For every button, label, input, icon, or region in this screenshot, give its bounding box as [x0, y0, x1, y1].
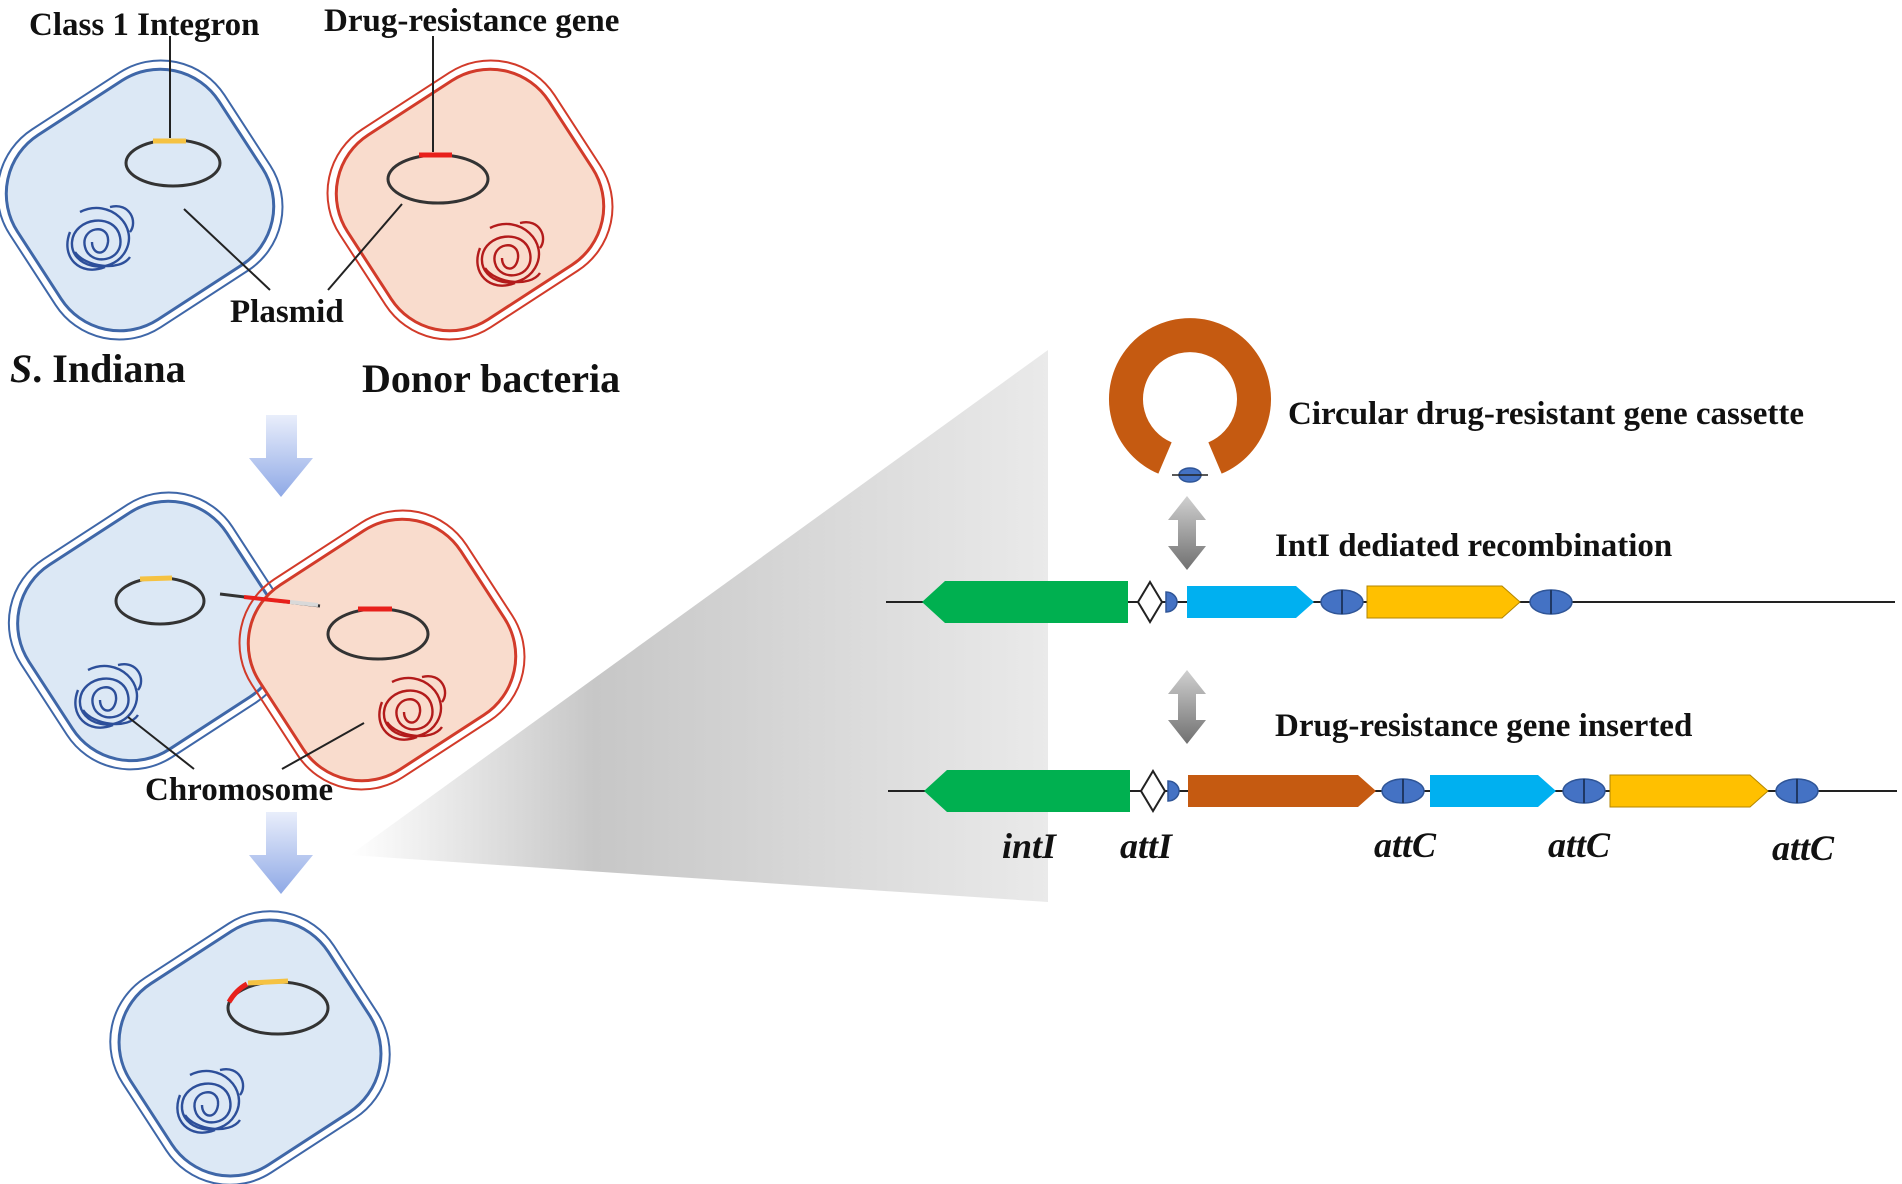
yellow-gene	[1366, 585, 1521, 619]
attI-site	[1136, 580, 1164, 624]
circular-cassette	[1109, 318, 1271, 483]
attC-site	[1775, 778, 1819, 804]
leader-chromosome-right	[281, 722, 365, 770]
transfer-segment	[243, 595, 291, 604]
label-gene-inserted: Drug-resistance gene inserted	[1275, 708, 1692, 744]
attC-site	[1381, 778, 1425, 804]
zoom-funnel	[350, 350, 1048, 902]
attC-site	[1529, 589, 1573, 615]
label-circular-cassette: Circular drug-resistant gene cassette	[1288, 396, 1804, 432]
leader-plasmid-left	[183, 208, 271, 291]
attC-site	[1562, 778, 1606, 804]
label-attC-1: attC	[1374, 825, 1437, 865]
integron-segment	[247, 978, 289, 986]
transformed-cell	[109, 910, 391, 1184]
label-attC-3: attC	[1772, 828, 1835, 868]
double-arrow-icon	[1168, 670, 1206, 744]
donor-cell	[326, 59, 614, 341]
down-arrow-icon	[249, 812, 313, 894]
resistance-segment	[226, 981, 249, 1004]
donor-cell-conjugating	[238, 509, 526, 791]
label-inti-recombination: IntI dediated recombination	[1275, 528, 1672, 564]
blue-gene	[1430, 775, 1556, 807]
s-indiana-cell	[0, 59, 284, 341]
yellow-gene	[1609, 774, 1769, 808]
leader-plasmid-right	[327, 203, 403, 291]
label-s-indiana: S. Indiana	[10, 346, 186, 391]
integron-array-after	[888, 769, 1897, 813]
attC-site	[1320, 589, 1364, 615]
attI-site	[1139, 769, 1167, 813]
blue-gene	[1187, 586, 1314, 618]
label-chromosome: Chromosome	[145, 772, 333, 808]
down-arrow-icon	[249, 415, 313, 497]
label-attC-2: attC	[1548, 825, 1611, 865]
leader-chromosome-left	[127, 716, 195, 770]
double-arrow-icon	[1168, 496, 1206, 570]
label-donor-bacteria: Donor bacteria	[362, 356, 620, 401]
label-class1-integron: Class 1 Integron	[29, 7, 259, 43]
label-attI: attI	[1120, 826, 1174, 866]
label-intI: intI	[1002, 826, 1058, 866]
integron-array-before	[886, 580, 1895, 624]
label-drug-resistance-gene: Drug-resistance gene	[324, 3, 619, 39]
label-plasmid: Plasmid	[230, 294, 344, 330]
intI-gene	[922, 581, 1128, 623]
integron-segment	[139, 575, 173, 582]
recipient-cell-conjugating	[7, 491, 292, 771]
resistance-gene-inserted	[1188, 775, 1376, 807]
intI-gene	[924, 770, 1130, 812]
